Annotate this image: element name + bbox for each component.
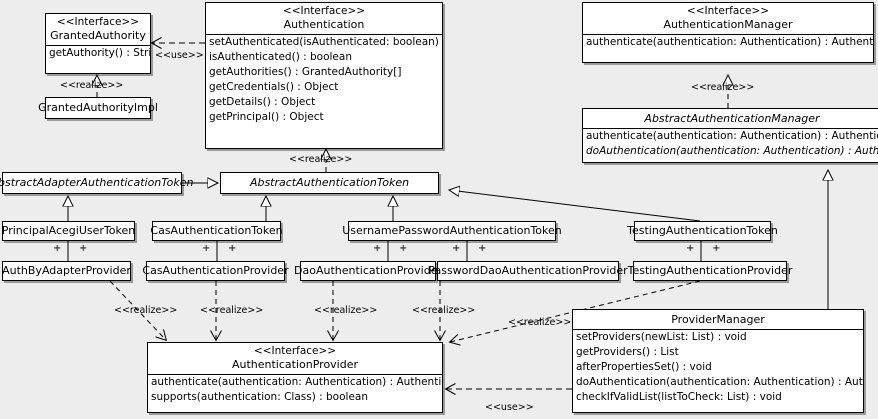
visibility-marker-plus: +: [686, 243, 695, 254]
edge-label-realize-auth-by-adapter: <<realize>>: [114, 305, 178, 316]
operations-compartment: authenticate(authentication: Authenticat…: [583, 34, 873, 50]
class-name: AuthenticationManager: [663, 18, 793, 31]
visibility-marker-plus: +: [228, 243, 237, 254]
visibility-marker-plus: +: [478, 243, 487, 254]
operation: setAuthenticated(isAuthenticated: boolea…: [209, 36, 442, 48]
class-header: ProviderManager: [573, 310, 863, 329]
class-dao-authentication-provider[interactable]: DaoAuthenticationProvider: [294, 261, 442, 281]
class-name: ProviderManager: [671, 313, 765, 326]
operation: isAuthenticated() : boolean: [209, 51, 352, 63]
edge-label-realize-dao-provider: <<realize>>: [314, 305, 378, 316]
operation: doAuthentication(authentication: Authent…: [586, 145, 878, 157]
operations-compartment: setAuthenticated(isAuthenticated: boolea…: [206, 34, 442, 125]
stereotype-interface: <<Interface>>: [56, 16, 140, 28]
class-name: AbstractAdapterAuthenticationToken: [0, 176, 194, 189]
operation: authenticate(authentication: Authenticat…: [151, 376, 442, 388]
operations-compartment: authenticate(authentication: Authenticat…: [583, 128, 878, 159]
class-authentication[interactable]: <<Interface>> Authentication setAuthenti…: [205, 2, 443, 149]
operations-compartment: setProviders(newList: List) : void getPr…: [573, 329, 863, 405]
class-header: <<Interface>> AuthenticationManager: [583, 3, 873, 34]
class-name: DaoAuthenticationProvider: [294, 264, 442, 277]
class-header: AbstractAuthenticationManager: [583, 109, 878, 128]
operation: getAuthority() : String: [49, 47, 150, 59]
class-name: Authentication: [283, 18, 365, 31]
class-principal-acegi-user-token[interactable]: PrincipalAcegiUserToken: [2, 221, 135, 241]
class-name: UsernamePasswordAuthenticationToken: [342, 224, 562, 237]
class-name: TestingAuthenticationToken: [627, 224, 778, 237]
class-name: AbstractAuthenticationToken: [249, 176, 410, 189]
operation: afterPropertiesSet() : void: [576, 361, 712, 373]
operation: getCredentials() : Object: [209, 81, 339, 93]
class-name: GrantedAuthority: [50, 29, 146, 42]
edge-label-use-granted-authority: <<use>>: [155, 50, 204, 61]
class-header: <<Interface>> AuthenticationProvider: [148, 343, 442, 374]
visibility-marker-plus: +: [399, 243, 408, 254]
class-name: CasAuthenticationProvider: [142, 264, 289, 277]
operation: setProviders(newList: List) : void: [576, 331, 747, 343]
operation: getDetails() : Object: [209, 96, 316, 108]
edge-label-realize-provider-manager: <<realize>>: [508, 317, 572, 328]
operation: getProviders() : List: [576, 346, 679, 358]
visibility-marker-plus: +: [452, 243, 461, 254]
class-granted-authority-impl[interactable]: GrantedAuthorityImpl: [38, 97, 158, 119]
class-header: <<Interface>> GrantedAuthority: [46, 14, 150, 45]
class-authentication-manager[interactable]: <<Interface>> AuthenticationManager auth…: [582, 2, 874, 63]
class-name: TestingAuthenticationProvider: [627, 264, 793, 277]
operation: doAuthentication(authentication: Authent…: [576, 376, 863, 388]
class-testing-authentication-token[interactable]: TestingAuthenticationToken: [627, 221, 778, 241]
class-granted-authority[interactable]: <<Interface>> GrantedAuthority getAuthor…: [45, 13, 151, 74]
edge-label-realize-granted-authority-impl: <<realize>>: [60, 80, 124, 91]
class-cas-authentication-token[interactable]: CasAuthenticationToken: [150, 221, 283, 241]
class-name: PasswordDaoAuthenticationProvider: [428, 264, 628, 277]
stereotype-interface: <<Interface>>: [253, 345, 337, 357]
edge-label-realize-authentication-token: <<realize>>: [289, 154, 353, 165]
edge-label-use-provider-manager: <<use>>: [485, 402, 534, 413]
visibility-marker-plus: +: [79, 243, 88, 254]
class-name: AuthByAdapterProvider: [2, 264, 131, 277]
visibility-marker-plus: +: [202, 243, 211, 254]
visibility-marker-plus: +: [373, 243, 382, 254]
class-name: CasAuthenticationToken: [150, 224, 283, 237]
operation: authenticate(authentication: Authenticat…: [586, 36, 873, 48]
class-auth-by-adapter-provider[interactable]: AuthByAdapterProvider: [2, 261, 131, 281]
edge-label-realize-abstract-authentication-manager: <<realize>>: [691, 82, 755, 93]
class-abstract-authentication-manager[interactable]: AbstractAuthenticationManager authentica…: [582, 108, 878, 163]
class-name: GrantedAuthorityImpl: [38, 101, 158, 114]
visibility-marker-plus: +: [712, 243, 721, 254]
stereotype-interface: <<Interface>>: [282, 5, 366, 17]
class-testing-authentication-provider[interactable]: TestingAuthenticationProvider: [628, 261, 792, 281]
operation: getPrincipal() : Object: [209, 111, 324, 123]
class-name: PrincipalAcegiUserToken: [1, 224, 136, 237]
operation: authenticate(authentication: Authenticat…: [586, 130, 878, 142]
class-username-password-authentication-token[interactable]: UsernamePasswordAuthenticationToken: [342, 221, 562, 241]
operation: checkIfValidList(listToCheck: List) : vo…: [576, 391, 782, 403]
operation: supports(authentication: Class) : boolea…: [151, 391, 368, 403]
class-abstract-authentication-token[interactable]: AbstractAuthenticationToken: [220, 172, 439, 194]
operation: getAuthorities() : GrantedAuthority[]: [209, 66, 402, 78]
class-name: AbstractAuthenticationManager: [644, 112, 820, 125]
operations-compartment: getAuthority() : String: [46, 45, 150, 61]
operations-compartment: authenticate(authentication: Authenticat…: [148, 374, 442, 405]
edge-label-realize-password-dao-provider: <<realize>>: [412, 305, 476, 316]
visibility-marker-plus: +: [53, 243, 62, 254]
class-authentication-provider[interactable]: <<Interface>> AuthenticationProvider aut…: [147, 342, 443, 413]
stereotype-interface: <<Interface>>: [686, 5, 770, 17]
class-abstract-adapter-authentication-token[interactable]: AbstractAdapterAuthenticationToken: [0, 172, 193, 194]
edge-label-realize-cas-provider: <<realize>>: [200, 305, 264, 316]
class-name: AuthenticationProvider: [231, 358, 359, 371]
class-header: <<Interface>> Authentication: [206, 3, 442, 34]
class-provider-manager[interactable]: ProviderManager setProviders(newList: Li…: [572, 309, 864, 413]
class-password-dao-authentication-provider[interactable]: PasswordDaoAuthenticationProvider: [428, 261, 628, 281]
class-cas-authentication-provider[interactable]: CasAuthenticationProvider: [142, 261, 289, 281]
